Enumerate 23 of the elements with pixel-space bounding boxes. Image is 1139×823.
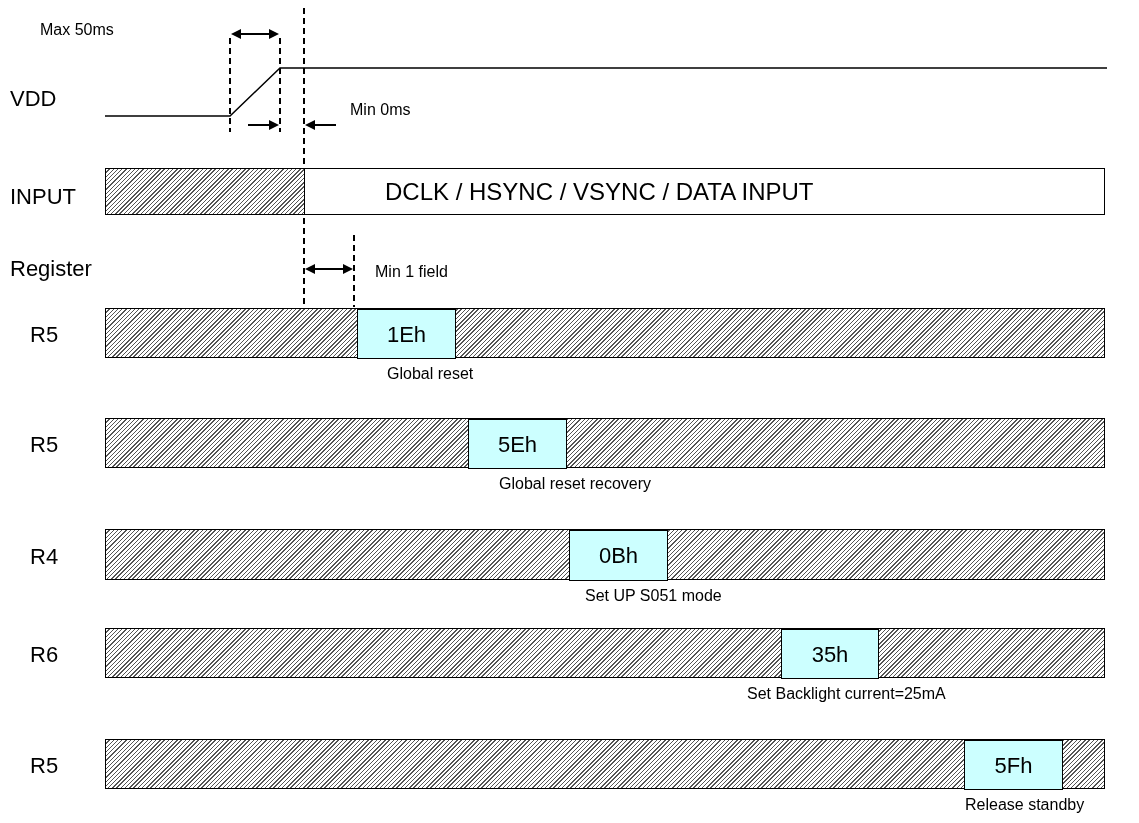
diagram-label: INPUT (10, 183, 76, 211)
diagram-label: Min 1 field (375, 262, 448, 282)
step-caption: Set Backlight current=25mA (747, 684, 946, 704)
register-value: 1Eh (386, 320, 427, 349)
step-caption: Release standby (965, 795, 1085, 815)
diagram-label: VDD (10, 85, 57, 113)
diagram-label: R6 (30, 641, 59, 669)
register-value: 5Eh (497, 430, 538, 459)
register-value: 35h (811, 640, 849, 669)
input-signal-bar (304, 168, 1105, 215)
signal-label: DCLK / HSYNC / VSYNC / DATA INPUT (385, 176, 814, 207)
step-caption: Set UP S051 mode (585, 586, 722, 606)
diagram-label: R5 (30, 431, 59, 459)
diagram-label: Min 0ms (350, 100, 411, 120)
diagram-label: R5 (30, 321, 59, 349)
register-value: 0Bh (598, 542, 639, 570)
diagram-label: R4 (30, 543, 59, 571)
diagram-label: Max 50ms (40, 20, 114, 40)
step-caption: Global reset recovery (499, 474, 652, 494)
register-value: 5Fh (994, 751, 1033, 780)
diagram-label: R5 (30, 752, 59, 780)
diagram-label: Register (10, 255, 92, 283)
step-caption: Global reset (387, 364, 474, 384)
